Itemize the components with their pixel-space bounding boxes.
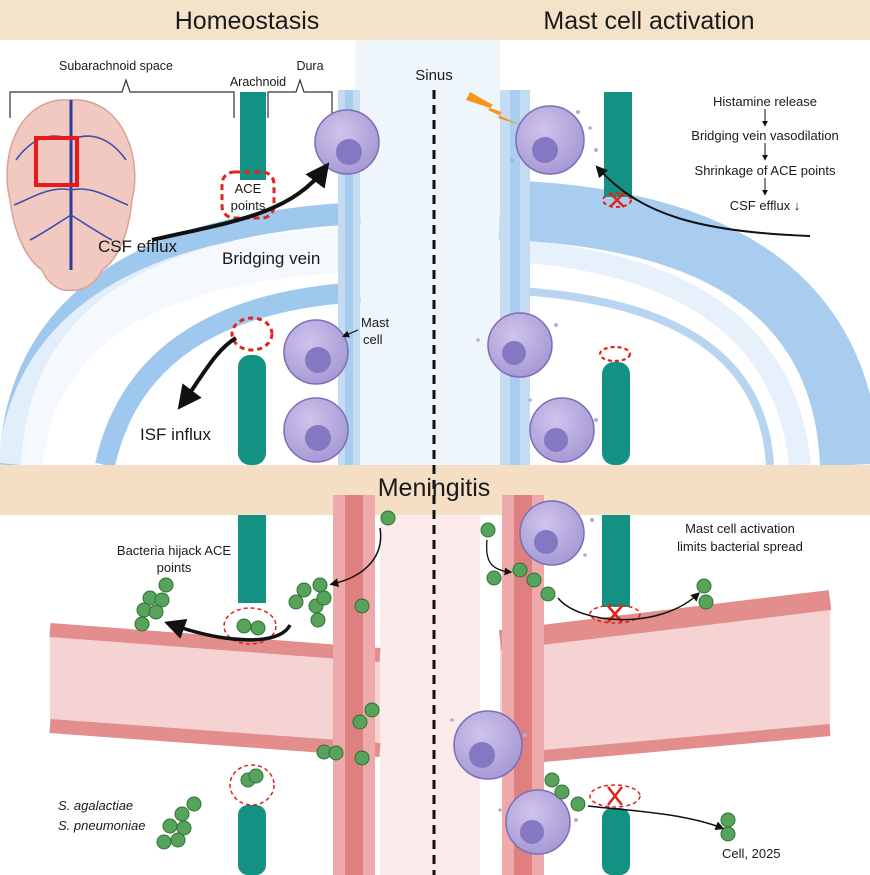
label-dura: Dura <box>296 59 323 73</box>
label-mast-cell-2: cell <box>363 332 383 347</box>
mast-cell-homeostasis-top <box>314 109 380 175</box>
ace-gap-right-mid <box>598 345 632 363</box>
label-bridging-vein: Bridging vein <box>222 249 320 268</box>
ace-gap-left <box>230 316 274 352</box>
cascade-step-3: Shrinkage of ACE points <box>695 163 836 178</box>
mast-cell-meningitis-low <box>498 789 578 855</box>
block-x-right-top <box>609 192 625 208</box>
vessel-right <box>498 495 832 875</box>
bridging-vein-right <box>499 90 870 467</box>
ace-gap-meningitis-left-bottom <box>229 764 275 806</box>
arachnoid-right-upper <box>604 92 632 197</box>
sinus-band-bottom <box>380 515 480 875</box>
label-bacteria-hijack-2: points <box>157 560 192 575</box>
subarachnoid-bracket <box>9 78 235 118</box>
arachnoid-left-meningitis-lower <box>238 805 266 875</box>
label-isf-influx: ISF influx <box>140 425 211 444</box>
label-ace-points-2: points <box>231 198 266 213</box>
mast-cell-activated-low <box>528 397 598 463</box>
label-arachnoid: Arachnoid <box>230 75 286 89</box>
bacteria-enter-arrow <box>329 527 382 588</box>
arachnoid-right-meningitis-upper <box>602 515 630 607</box>
label-subarachnoid-space: Subarachnoid space <box>59 59 173 73</box>
cascade-step-4: CSF efflux ↓ <box>730 198 801 213</box>
sinus-band-top <box>355 40 500 465</box>
label-ace-points-1: ACE <box>235 181 262 196</box>
label-mast-limits-1: Mast cell activation <box>685 521 795 536</box>
cascade-step-2: Bridging vein vasodilation <box>691 128 838 143</box>
block-x-meningitis-bottom <box>607 786 623 806</box>
header-mast-cell-activation: Mast cell activation <box>543 7 754 35</box>
ace-gap-meningitis-left-top <box>223 607 277 645</box>
lightning-icon <box>466 92 520 125</box>
label-sinus: Sinus <box>415 67 453 84</box>
arachnoid-right-meningitis-lower <box>602 808 630 875</box>
bacteria-cluster <box>134 510 736 850</box>
mast-cell-meningitis-mid <box>450 710 527 780</box>
isf-influx-arrow <box>177 336 238 410</box>
header-homeostasis: Homeostasis <box>175 7 320 35</box>
mast-cell-activated-mid <box>476 312 558 378</box>
mast-cell-homeostasis-low <box>283 397 349 463</box>
mast-cell-homeostasis-mid <box>283 319 349 385</box>
cascade-step-1: Histamine release <box>713 94 817 109</box>
arachnoid-left-lower <box>238 355 266 465</box>
mast-cell-activated-top <box>510 105 598 175</box>
dura-bracket <box>267 78 333 118</box>
csf-efflux-reduced-arrow <box>595 165 811 237</box>
bacteria-hijack-arrow <box>164 618 292 642</box>
label-csf-efflux: CSF efflux <box>98 237 178 256</box>
bacteria-blocked-arrow-bottom <box>587 805 725 830</box>
arachnoid-left-meningitis-upper <box>238 515 266 603</box>
header-band-top <box>0 0 870 40</box>
ace-gap-right-top <box>602 192 632 208</box>
label-bacteria-hijack-1: Bacteria hijack ACE <box>117 543 231 558</box>
bacteria-enter-arrow-right <box>485 539 513 576</box>
csf-efflux-arrow <box>151 162 330 242</box>
vessel-left <box>49 495 381 875</box>
label-mast-cell-1: Mast <box>361 315 390 330</box>
header-meningitis: Meningitis <box>378 474 491 502</box>
ace-gap-meningitis-right-top <box>589 604 641 624</box>
brain-icon <box>6 99 136 292</box>
label-species-1: S. agalactiae <box>58 798 133 813</box>
arachnoid-right-lower <box>602 362 630 465</box>
label-species-2: S. pneumoniae <box>58 818 145 833</box>
mast-cell-pointer <box>342 329 359 338</box>
mast-cell-meningitis-top <box>519 500 594 566</box>
bridging-vein-left <box>0 90 361 468</box>
arachnoid-left-upper <box>240 92 266 180</box>
citation: Cell, 2025 <box>722 846 781 861</box>
label-mast-limits-2: limits bacterial spread <box>677 539 803 554</box>
bacteria-blocked-arrow-top <box>557 592 700 621</box>
ace-gap-meningitis-right-bottom <box>589 784 641 808</box>
